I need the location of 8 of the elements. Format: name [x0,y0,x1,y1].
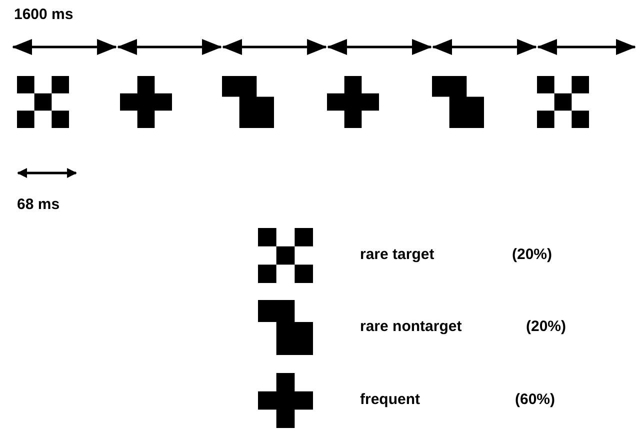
duration-label: 68 ms [17,196,60,214]
percentage-label: (20%) [512,246,552,264]
legend-text: rare target [360,246,434,264]
legend-text: rare nontarget [360,318,462,336]
legend-text: frequent [360,391,420,409]
percentage-label: (20%) [526,318,566,336]
duration-label: 1600 ms [14,6,74,24]
percentage-label: (60%) [515,391,556,409]
